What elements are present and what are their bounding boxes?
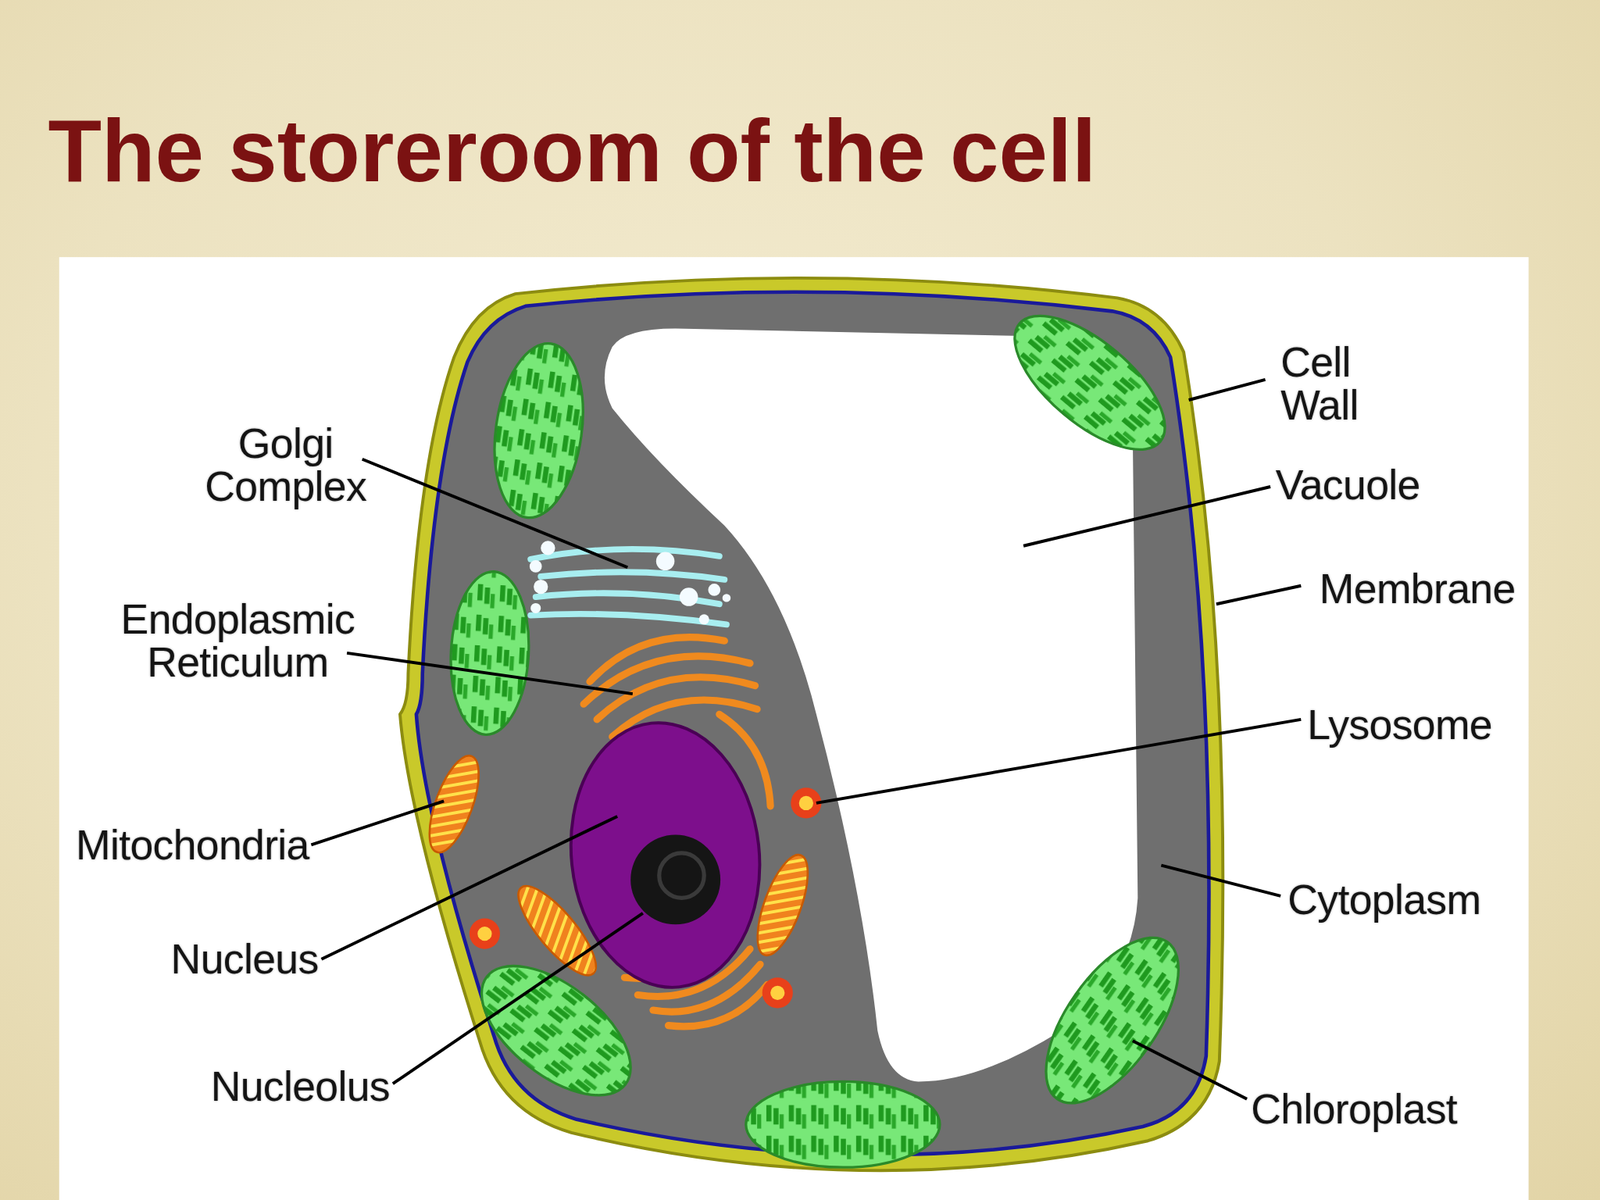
golgi-vesicle [679, 587, 699, 607]
leader-line [1023, 486, 1271, 547]
leader-line [321, 816, 618, 960]
golgi-vesicle [530, 603, 541, 614]
part-label: Cytoplasm [1287, 878, 1481, 922]
golgi-vesicle [533, 579, 548, 594]
golgi-vesicle [540, 540, 555, 555]
lysosome-core [770, 985, 785, 1000]
leader-line [1216, 585, 1301, 605]
part-label: Golgi Complex [178, 422, 393, 509]
golgi-vesicle [699, 614, 710, 625]
leader-line [346, 653, 633, 694]
nucleolus-detail [659, 853, 704, 898]
leader-line [310, 800, 444, 845]
slide-title: The storeroom of the cell [47, 107, 1097, 195]
leader-line [1160, 865, 1281, 897]
golgi-cisterna [540, 571, 725, 580]
part-label: Lysosome [1307, 703, 1493, 747]
golgi-vesicle [707, 583, 721, 597]
leader-line [1189, 379, 1266, 400]
white-panel [59, 257, 1529, 1200]
chloroplast [1020, 916, 1204, 1125]
endoplasmic-reticulum [596, 677, 755, 720]
leader-line [1132, 1040, 1247, 1099]
golgi-vesicle [722, 593, 731, 602]
lysosome [469, 918, 500, 950]
cytoplasm [416, 292, 1210, 1156]
part-label: Nucleolus [210, 1065, 390, 1109]
golgi-vesicle [529, 560, 543, 573]
part-label: Mitochondria [75, 823, 310, 867]
part-label: Membrane [1319, 567, 1516, 611]
mitochondrion [507, 875, 608, 986]
golgi-cisterna [530, 549, 720, 560]
leader-line [816, 719, 1301, 804]
golgi-vesicle [656, 552, 675, 572]
part-label: Cell Wall [1280, 340, 1383, 427]
chloroplast [484, 337, 594, 524]
chloroplast [992, 292, 1186, 473]
endoplasmic-reticulum [668, 984, 768, 1026]
mitochondrion [746, 849, 818, 962]
lysosome [762, 977, 793, 1008]
cell-wall [400, 278, 1223, 1171]
chloroplast [746, 1081, 940, 1168]
part-label: Chloroplast [1250, 1087, 1458, 1131]
nucleolus [630, 834, 721, 925]
chloroplast [446, 569, 533, 737]
lysosome-core [477, 926, 492, 941]
golgi-cisterna [530, 614, 727, 625]
part-label: Vacuole [1275, 463, 1421, 507]
leader-line [362, 459, 629, 568]
part-label: Endoplasmic Reticulum [110, 597, 366, 684]
part-label: Nucleus [171, 937, 319, 981]
leader-line [392, 913, 643, 1084]
lysosome-core [799, 796, 814, 811]
